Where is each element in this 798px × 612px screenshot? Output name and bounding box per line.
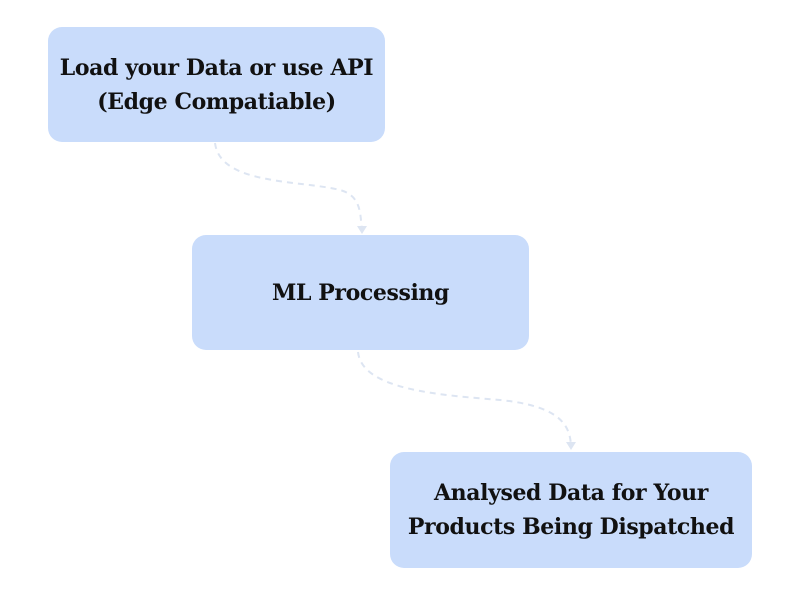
connector-load-to-ml [214, 142, 363, 231]
node-ml-processing: ML Processing [192, 235, 529, 350]
arrowhead-ml-to-analysed [566, 442, 576, 450]
node-ml-processing-label: ML Processing [272, 279, 449, 306]
node-load-data-label: Load your Data or use API (Edge Compatia… [59, 54, 374, 115]
node-analysed-data-label: Analysed Data for Your Products Being Di… [407, 480, 735, 540]
connector-ml-to-analysed [357, 351, 572, 447]
arrowhead-load-to-ml [357, 226, 367, 234]
node-analysed-data: Analysed Data for Your Products Being Di… [390, 452, 752, 568]
node-load-data: Load your Data or use API (Edge Compatia… [48, 27, 385, 142]
